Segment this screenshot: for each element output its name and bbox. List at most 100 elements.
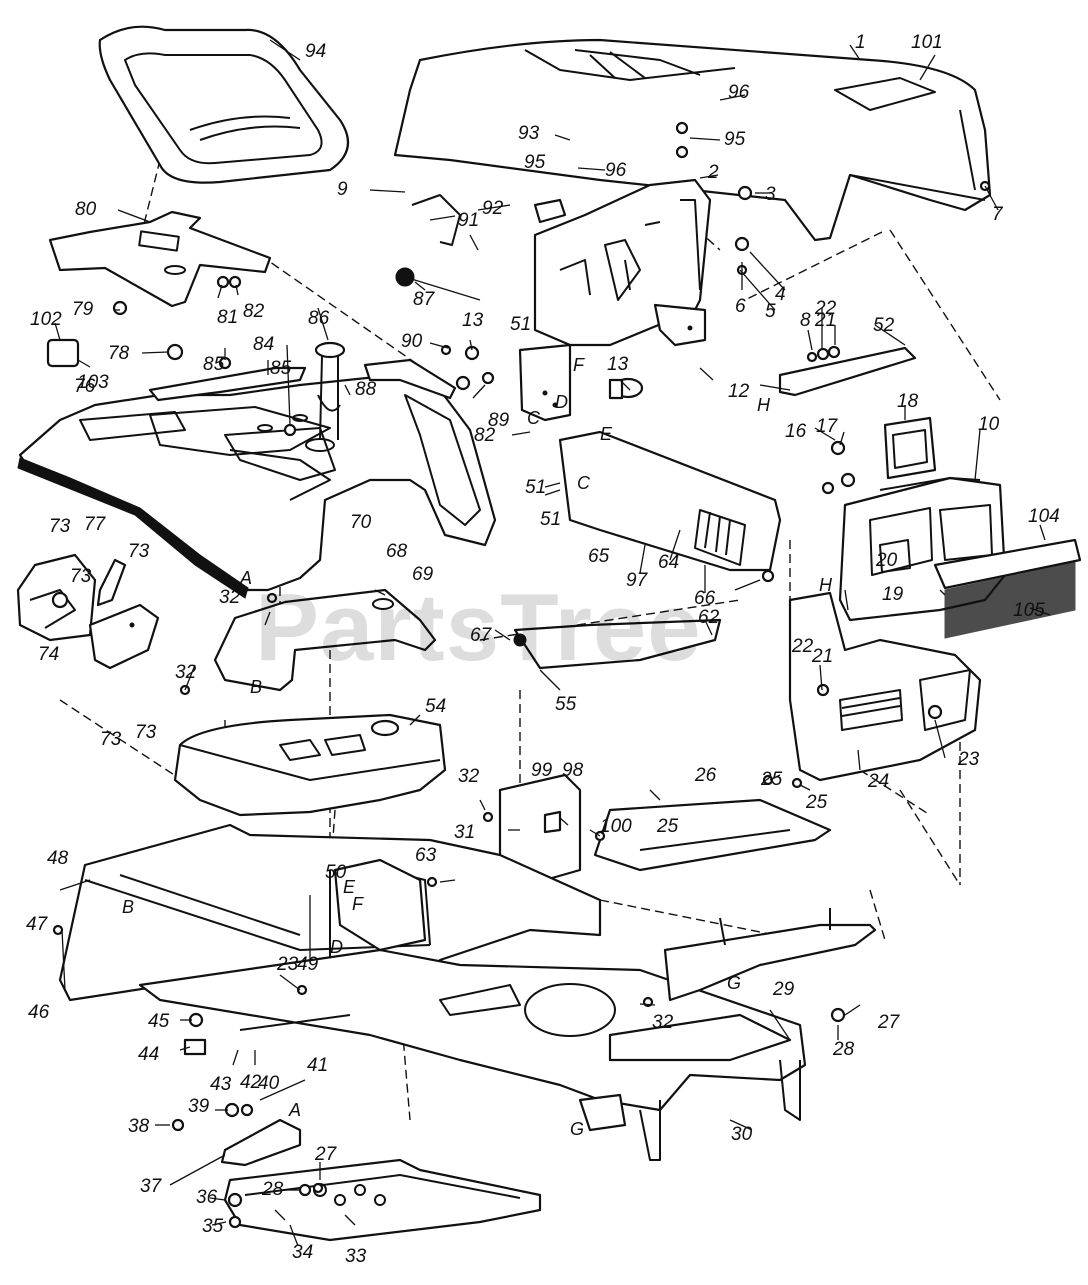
watermark: PartsTree — [255, 574, 702, 681]
part-number-label: 102 — [30, 309, 62, 330]
part-number-label: 65 — [588, 546, 610, 567]
part-number-label: 69 — [412, 564, 434, 585]
reference-letter: G — [727, 973, 741, 993]
part-number-label: 91 — [458, 210, 479, 231]
part-number-label: 85 — [203, 354, 225, 375]
part-number-label: 17 — [816, 416, 839, 437]
reference-letter: F — [352, 894, 364, 914]
part-number-label: 24 — [867, 771, 889, 792]
hardware-fasteners — [46, 121, 991, 1229]
part-number-label: 22 — [814, 298, 837, 319]
part-number-label: 47 — [26, 914, 49, 935]
reference-letter: B — [122, 897, 134, 917]
fuel-tank-part-54 — [173, 713, 447, 817]
part-number-label: 99 — [531, 760, 553, 781]
part-number-label: 90 — [401, 331, 423, 352]
bracket-part-52 — [778, 346, 917, 397]
part-92 — [533, 198, 567, 224]
part-number-label: 4 — [775, 284, 786, 305]
nose-part-24 — [788, 591, 982, 782]
part-number-label: 49 — [297, 954, 319, 975]
part-number-label: 36 — [196, 1187, 218, 1208]
reference-letter: D — [555, 392, 568, 412]
part-number-label: 21 — [811, 646, 833, 667]
fender-part-77 — [17, 373, 497, 599]
part-number-label: 89 — [488, 410, 510, 431]
part-number-label: 95 — [524, 152, 546, 173]
part-number-label: 73 — [128, 541, 150, 562]
part-number-label: 66 — [694, 588, 716, 609]
part-number-label: 50 — [325, 862, 347, 883]
part-number-label: 35 — [202, 1216, 224, 1237]
part-number-label: 100 — [600, 816, 632, 837]
part-number-label: 79 — [72, 299, 94, 320]
seat-part-94 — [98, 25, 350, 184]
part-number-label: 39 — [188, 1096, 210, 1117]
reference-letter: H — [757, 395, 771, 415]
part-number-label: 3 — [765, 184, 776, 205]
reference-letter: A — [288, 1100, 301, 1120]
floor-plate-part-62 — [513, 618, 722, 670]
part-number-label: 73 — [70, 566, 92, 587]
part-number-label: 9 — [337, 179, 348, 200]
part-number-label: 96 — [728, 82, 750, 103]
part-number-label: 23 — [276, 954, 299, 975]
part-number-label: 68 — [386, 541, 408, 562]
part-number-label: 25 — [805, 792, 828, 813]
part-number-label: 78 — [108, 343, 130, 364]
seat-bracket-part-80 — [48, 210, 272, 308]
part-number-label: 41 — [307, 1055, 328, 1076]
part-number-label: 73 — [49, 516, 71, 537]
part-number-label: 28 — [832, 1039, 855, 1060]
part-number-label: 21 — [814, 310, 836, 331]
part-number-label: 16 — [785, 421, 807, 442]
part-number-label: 6 — [735, 296, 746, 317]
part-number-label: 77 — [84, 514, 107, 535]
part-number-label: 33 — [345, 1246, 367, 1267]
reference-letter: E — [343, 877, 356, 897]
part-number-label: 48 — [47, 848, 69, 869]
fender-brackets-part-84 — [148, 358, 457, 481]
part-number-label: 63 — [415, 845, 437, 866]
part-number-label: 37 — [140, 1176, 163, 1197]
part-number-label: 98 — [562, 760, 584, 781]
footrest-part-33 — [223, 1158, 542, 1242]
part-number-label: 25 — [656, 816, 679, 837]
part-number-label: 34 — [292, 1242, 313, 1263]
side-panel-part-65 — [558, 430, 782, 572]
part-number-label: 84 — [253, 334, 274, 355]
part-number-label: 64 — [658, 552, 679, 573]
part-number-label: 45 — [148, 1011, 170, 1032]
part-number-label: 7 — [992, 204, 1004, 225]
part-number-label: 103 — [77, 372, 109, 393]
part-number-label: 31 — [454, 822, 475, 843]
part-number-label: 88 — [355, 379, 377, 400]
part-number-label: 8 — [800, 310, 811, 331]
part-number-label: 13 — [607, 354, 629, 375]
part-number-label: 76 — [74, 376, 96, 397]
throttle-part-87 — [395, 194, 481, 301]
part-number-label: 51 — [540, 509, 561, 530]
part-number-label: 93 — [518, 123, 540, 144]
grille-part-10 — [838, 476, 1082, 639]
part-number-label: 26 — [694, 765, 717, 786]
part-number-label: 94 — [305, 41, 326, 62]
reference-letter: G — [570, 1119, 584, 1139]
ignition-switch-part-13 — [608, 377, 644, 400]
part-number-label: 44 — [138, 1044, 159, 1065]
reference-letter: H — [819, 575, 833, 595]
part-number-label: 67 — [470, 625, 493, 646]
part-number-label: 2 — [707, 162, 719, 183]
part-number-label: 29 — [772, 979, 795, 1000]
part-number-label: 105 — [1013, 600, 1045, 621]
part-number-label: 19 — [882, 584, 904, 605]
part-number-label: 92 — [482, 198, 504, 219]
bracket-part-37 — [220, 1118, 302, 1167]
part-number-label: 51 — [510, 314, 531, 335]
part-number-label: 12 — [728, 381, 750, 402]
part-number-label: 32 — [458, 766, 480, 787]
headlight-part-18 — [883, 416, 937, 480]
